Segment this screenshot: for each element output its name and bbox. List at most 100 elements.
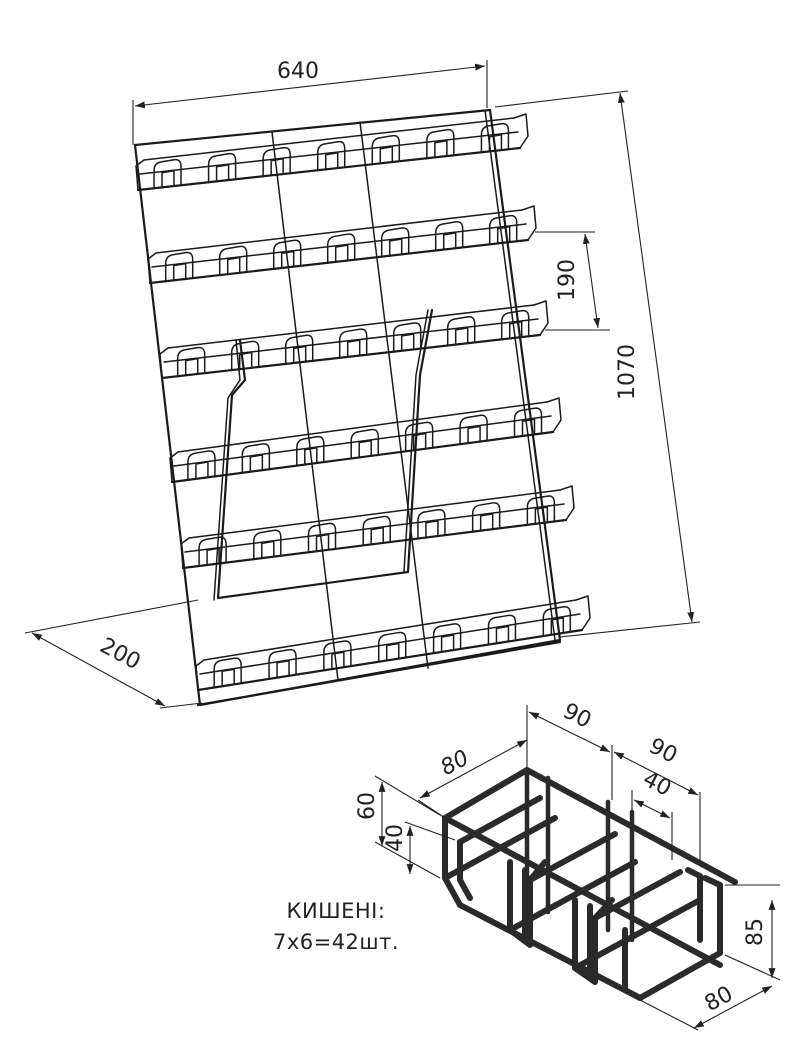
shelf-6-pocket-3-inner (331, 651, 345, 670)
shelf-1-pocket-6 (426, 128, 455, 160)
shelf-5-pocket-1-inner (206, 547, 220, 566)
shelf-4-pocket-7 (513, 407, 543, 438)
pockets-note: КИШЕНІ: 7х6=42шт. (246, 896, 426, 958)
shelves (135, 113, 591, 692)
shelf-5-pocket-5-inner (425, 520, 439, 539)
shelf-2-pocket-6 (434, 221, 464, 252)
shelf-6-pocket-4-inner (385, 642, 400, 662)
shelf-1-pocket-5 (371, 134, 401, 166)
support-leg-inner (213, 339, 241, 601)
dim-pocket-front-height: 40 (383, 821, 456, 874)
dim-pocket-back-height-label: 60 (355, 792, 380, 820)
dim-pocket-depth-top-label: 80 (437, 746, 473, 781)
shelf-4-pocket-1 (187, 450, 216, 481)
dim-shelf-spacing: 190 (535, 231, 610, 331)
shelf-6-end-cap (575, 595, 591, 631)
shelf-2-pocket-4-inner (334, 244, 349, 263)
frame-outline (133, 108, 562, 707)
dim-pocket-width-b-label: 90 (645, 734, 681, 769)
shelf-4-pocket-1-inner (195, 461, 209, 480)
frame-vertical-2 (359, 121, 429, 669)
shelf-5-pocket-3-inner (315, 533, 330, 553)
shelf-2-end-cap (521, 205, 537, 241)
dim-pocket-height: 85 (724, 884, 781, 981)
shelf-6-top-rail (203, 599, 577, 661)
shelf-4-pocket-5-inner (412, 432, 427, 452)
support-leg-inner-2 (403, 309, 429, 573)
frame-vertical-3 (484, 109, 556, 641)
shelf-4-pocket-4 (350, 428, 379, 460)
shelf-4-pocket-5 (404, 421, 434, 453)
shelf-3-pocket-2-inner (238, 351, 253, 371)
frame-vertical-1 (271, 131, 339, 681)
shelf-2-mid-rail (151, 223, 527, 268)
shelf-2-pocket-5 (380, 227, 410, 258)
dim-pocket-front-height-label: 40 (383, 824, 408, 852)
shelf-5-pocket-3 (307, 522, 337, 554)
shelf-5-end-cap (559, 485, 575, 521)
shelf-3-pocket-6-inner (454, 327, 469, 346)
shelf-6-pocket-5 (432, 623, 462, 654)
shelf-1-end-cap (513, 113, 529, 149)
shelf-1-pocket-1-inner (161, 169, 175, 189)
shelf-3-pocket-4 (338, 328, 368, 359)
shelf-5-pocket-6 (471, 502, 501, 533)
shelf-1-top-rail (143, 117, 515, 161)
shelf-4-pocket-6 (459, 414, 488, 446)
shelf-2-pocket-6-inner (442, 232, 457, 251)
dim-pocket-width-a-label: 90 (559, 699, 595, 734)
shelf-3-front-rail (160, 333, 542, 380)
shelf-5-pocket-7 (526, 495, 556, 526)
shelf-5-pocket-5 (417, 508, 446, 540)
shelf-6-pocket-6 (487, 614, 517, 646)
shelf-1-pocket-7 (480, 122, 510, 154)
stand-frame (133, 108, 562, 707)
shelf-6-start-cap (195, 659, 205, 691)
dim-pocket-depth-bottom-label: 80 (701, 982, 737, 1017)
shelf-5-front-rail (181, 518, 568, 570)
shelf-4-mid-rail (173, 415, 552, 467)
shelf-6-pocket-1 (213, 657, 242, 689)
shelf-5-pocket-4-inner (370, 526, 384, 546)
shelf-1-start-cap (135, 159, 145, 191)
dim-depth: 200 (24, 599, 203, 709)
shelf-1-pocket-7-inner (488, 133, 503, 153)
frame-base (196, 640, 562, 707)
shelf-5-pocket-2-inner (261, 540, 275, 560)
shelf-1-front-rail (136, 146, 522, 192)
support-leg-wire (216, 308, 434, 600)
shelf-5-pocket-2 (253, 529, 282, 561)
shelf-2-pocket-7 (488, 214, 518, 246)
shelf-6-pocket-5-inner (440, 634, 455, 653)
shelf-3-pocket-1-inner (184, 357, 199, 377)
dim-shelf-spacing-label: 190 (555, 259, 580, 301)
dim-width: 640 (132, 59, 488, 145)
shelf-2-front-rail (148, 238, 530, 285)
pockets-note-count: 7х6=42шт. (272, 930, 400, 954)
shelf-4-start-cap (169, 451, 179, 483)
shelf-1-pocket-2-inner (215, 163, 230, 183)
shelf-5-mid-rail (184, 503, 565, 553)
shelf-1-pocket-6-inner (434, 139, 448, 159)
shelf-4-end-cap (546, 397, 562, 433)
shelf-4-pocket-2-inner (249, 454, 264, 473)
shelf-4-pocket-6-inner (467, 425, 481, 445)
shelf-2-top-rail (155, 209, 523, 254)
shelf-1-pocket-4-inner (324, 151, 339, 171)
shelf-3-pocket-5 (392, 322, 422, 353)
shelf-6-pocket-7-inner (550, 617, 565, 636)
shelf-6-front-rail (196, 628, 584, 692)
shelf-1-pocket-2 (207, 152, 237, 184)
shelf-4-top-rail (177, 401, 548, 453)
shelf-6-pocket-7 (542, 605, 572, 637)
shelf-3-top-rail (167, 304, 535, 349)
shelf-5-pocket-1 (198, 536, 227, 567)
shelf-4-front-rail (170, 430, 555, 484)
shelf-2-pocket-3-inner (280, 250, 295, 270)
shelf-2-pocket-7-inner (496, 226, 511, 245)
shelf-6-pocket-3 (323, 640, 352, 671)
shelf-2-pocket-1 (164, 251, 194, 283)
shelf-3-pocket-4-inner (346, 339, 361, 358)
shelf-6-pocket-1-inner (221, 668, 235, 688)
